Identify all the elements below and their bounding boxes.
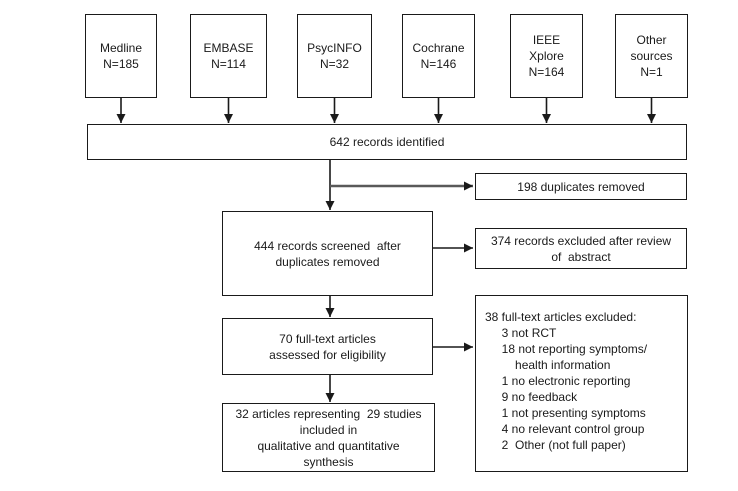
fulltext-excluded-box: 38 full-text articles excluded: 3 not RC… xyxy=(475,295,688,472)
included-synthesis-box: 32 articles representing 29 studies incl… xyxy=(222,403,435,472)
source-box-other-sources: Other sources N=1 xyxy=(615,14,688,98)
duplicates-removed-box: 198 duplicates removed xyxy=(475,173,687,200)
excluded-after-abstract-box: 374 records excluded after review of abs… xyxy=(475,228,687,269)
source-box-ieee-xplore: IEEE Xplore N=164 xyxy=(510,14,583,98)
records-screened-box: 444 records screened after duplicates re… xyxy=(222,211,433,296)
records-identified-box: 642 records identified xyxy=(87,124,687,160)
source-box-psycinfo: PsycINFO N=32 xyxy=(297,14,372,98)
source-box-embase: EMBASE N=114 xyxy=(190,14,267,98)
source-box-medline: Medline N=185 xyxy=(85,14,157,98)
fulltext-assessed-box: 70 full-text articles assessed for eligi… xyxy=(222,318,433,375)
source-box-cochrane: Cochrane N=146 xyxy=(402,14,475,98)
